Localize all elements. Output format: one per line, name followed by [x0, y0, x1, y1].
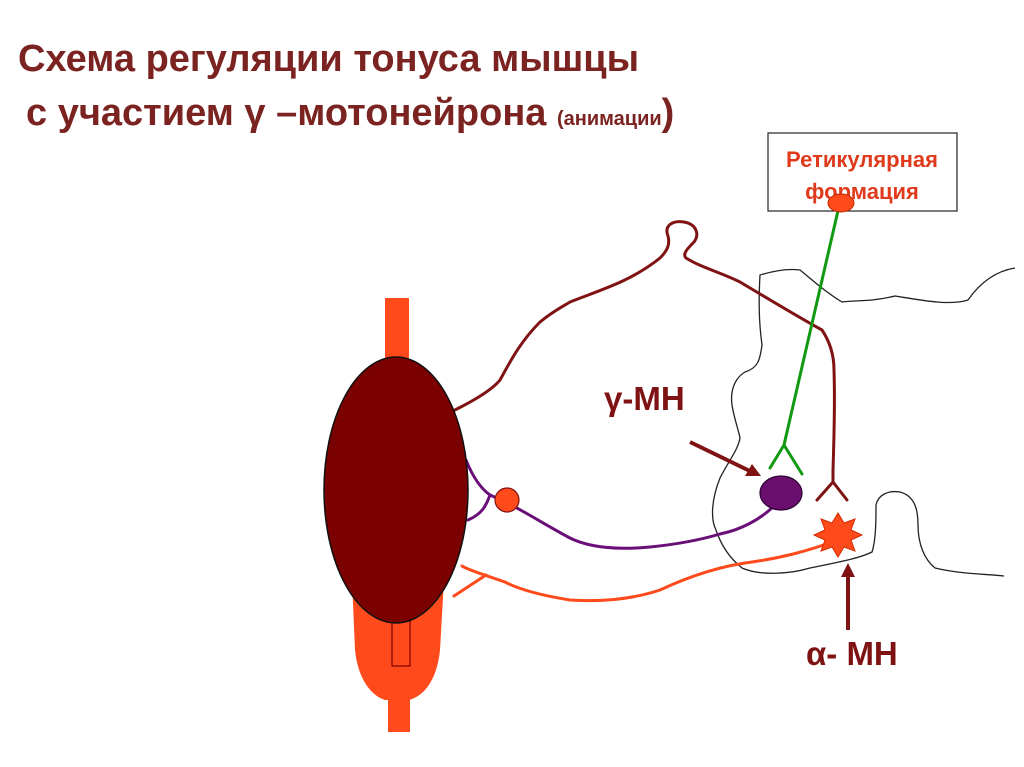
title-line-2: с участием γ –мотонейрона (анимации): [26, 92, 674, 135]
alpha-mn-label: α- МН: [806, 635, 898, 672]
muscle-belly: [323, 356, 469, 624]
lower-tendon: [388, 696, 410, 732]
reticular-label-line-1: Ретикулярная: [786, 147, 938, 172]
gamma-motoneuron: [759, 475, 803, 511]
gamma-mn-arrow-shaft: [689, 440, 757, 476]
gamma-mn-label: γ-МН: [604, 380, 685, 417]
reticulospinal-terminal-branch: [768, 443, 804, 476]
reticular-formation: Ретикулярная формация: [767, 132, 958, 212]
gamma-mn-arrow-head: [745, 464, 761, 476]
reticulospinal-tract: [782, 200, 842, 447]
title-line-2-main: с участием γ –мотонейрона: [26, 92, 547, 134]
alpha-mn-arrow-head: [841, 563, 855, 577]
reticular-formation-box: [767, 132, 958, 212]
afferent-terminal-branch: [815, 480, 849, 502]
spindle-receptor: [494, 487, 520, 513]
alpha-fiber-branch: [452, 573, 488, 598]
title-note: (анимации: [556, 108, 662, 130]
alpha-motoneuron: [812, 512, 864, 558]
reticular-label-line-2: формация: [805, 179, 919, 204]
alpha-efferent-fiber: [460, 538, 840, 603]
spinal-cord-outline: [711, 267, 1016, 577]
title-paren: ): [661, 92, 675, 134]
slide-title: Схема регуляции тонуса мышцы с участием …: [0, 0, 1024, 140]
gamma-fiber-branch: [466, 493, 492, 522]
reticular-neuron: [827, 193, 855, 213]
title-line-1: Схема регуляции тонуса мышцы: [18, 38, 640, 80]
upper-tendon: [385, 298, 409, 360]
afferent-fiber: [453, 220, 836, 484]
